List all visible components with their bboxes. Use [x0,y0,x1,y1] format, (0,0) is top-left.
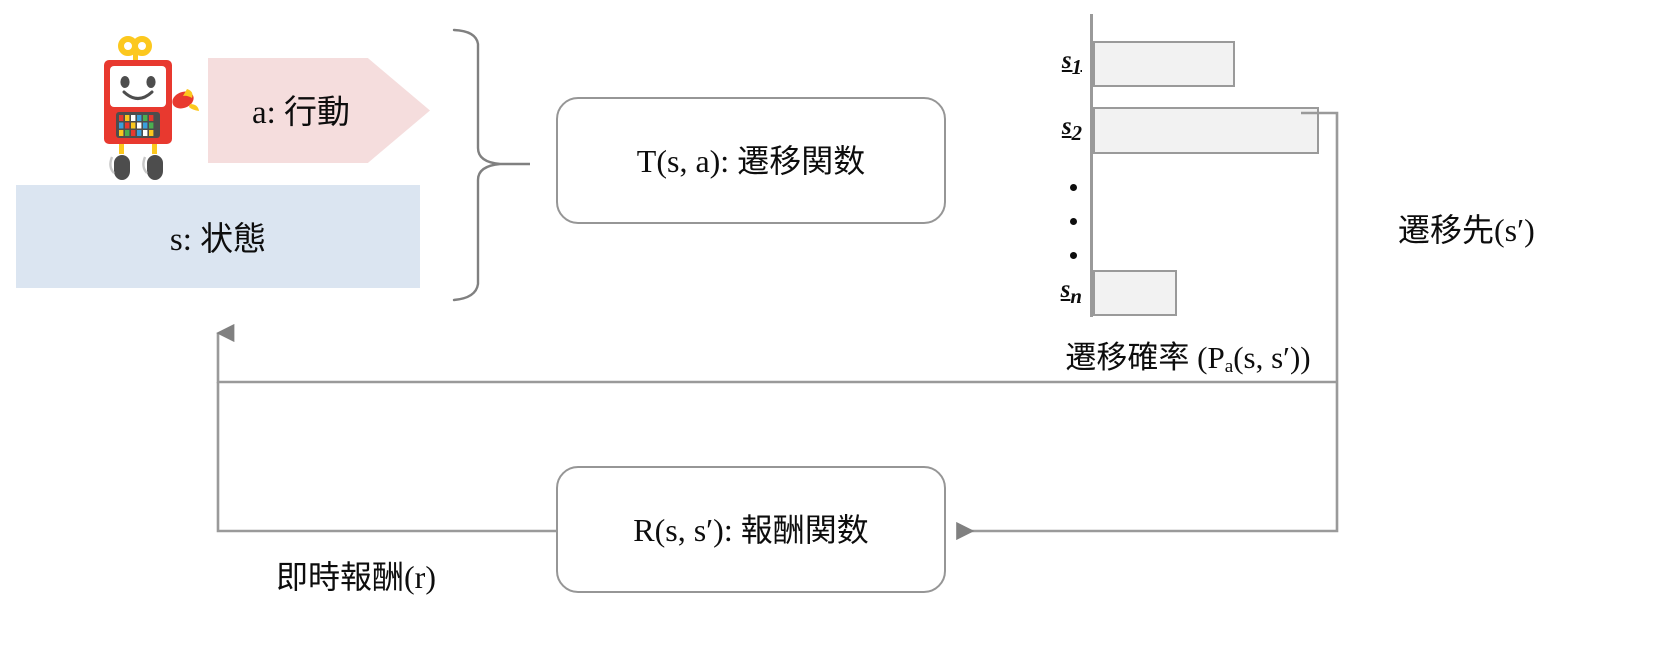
transition-function-box[interactable]: T(s, a): 遷移関数 [556,97,946,224]
state-label: s: 状態 [169,221,267,258]
bar-label-s1: s1 [1061,47,1082,79]
bar-label-sn: sn [1060,276,1082,308]
reward-return-wire [216,382,556,533]
next-state-label: 遷移先(s′) [1398,212,1535,248]
bar-s2 [1093,107,1319,154]
ellipsis-dot [1070,218,1077,225]
transition-function-label: T(s, a): 遷移関数 [636,142,866,179]
action-label: a: 行動 [251,94,351,131]
curly-brace-icon [452,28,532,303]
bar-label-s2: s2 [1061,113,1082,145]
ellipsis-dot [1070,252,1077,259]
chart-caption: 遷移確率 (Pa(s, s′)) [978,332,1398,378]
next-state-wire [956,111,1339,541]
reward-signal-label: 即時報酬(r) [276,559,436,595]
chart-axis [1090,14,1093,317]
chart-caption-suffix: (s, s′)) [1233,340,1311,375]
bar-sn [1093,270,1177,316]
transition-probability-chart: s1 s2 sn 遷移確率 (Pa(s, s′)) [1018,14,1348,377]
reward-function-label: R(s, s′): 報酬関数 [633,511,869,548]
state-band: s: 状態 [16,185,420,288]
ellipsis-dot [1070,184,1077,191]
chart-caption-prefix: 遷移確率 (P [1065,340,1225,375]
robot-mascot-icon [92,36,202,181]
reward-function-box[interactable]: R(s, s′): 報酬関数 [556,466,946,593]
reward-feedback-wire [216,323,1337,384]
chart-caption-sub: a [1224,356,1234,378]
bar-s1 [1093,41,1235,87]
